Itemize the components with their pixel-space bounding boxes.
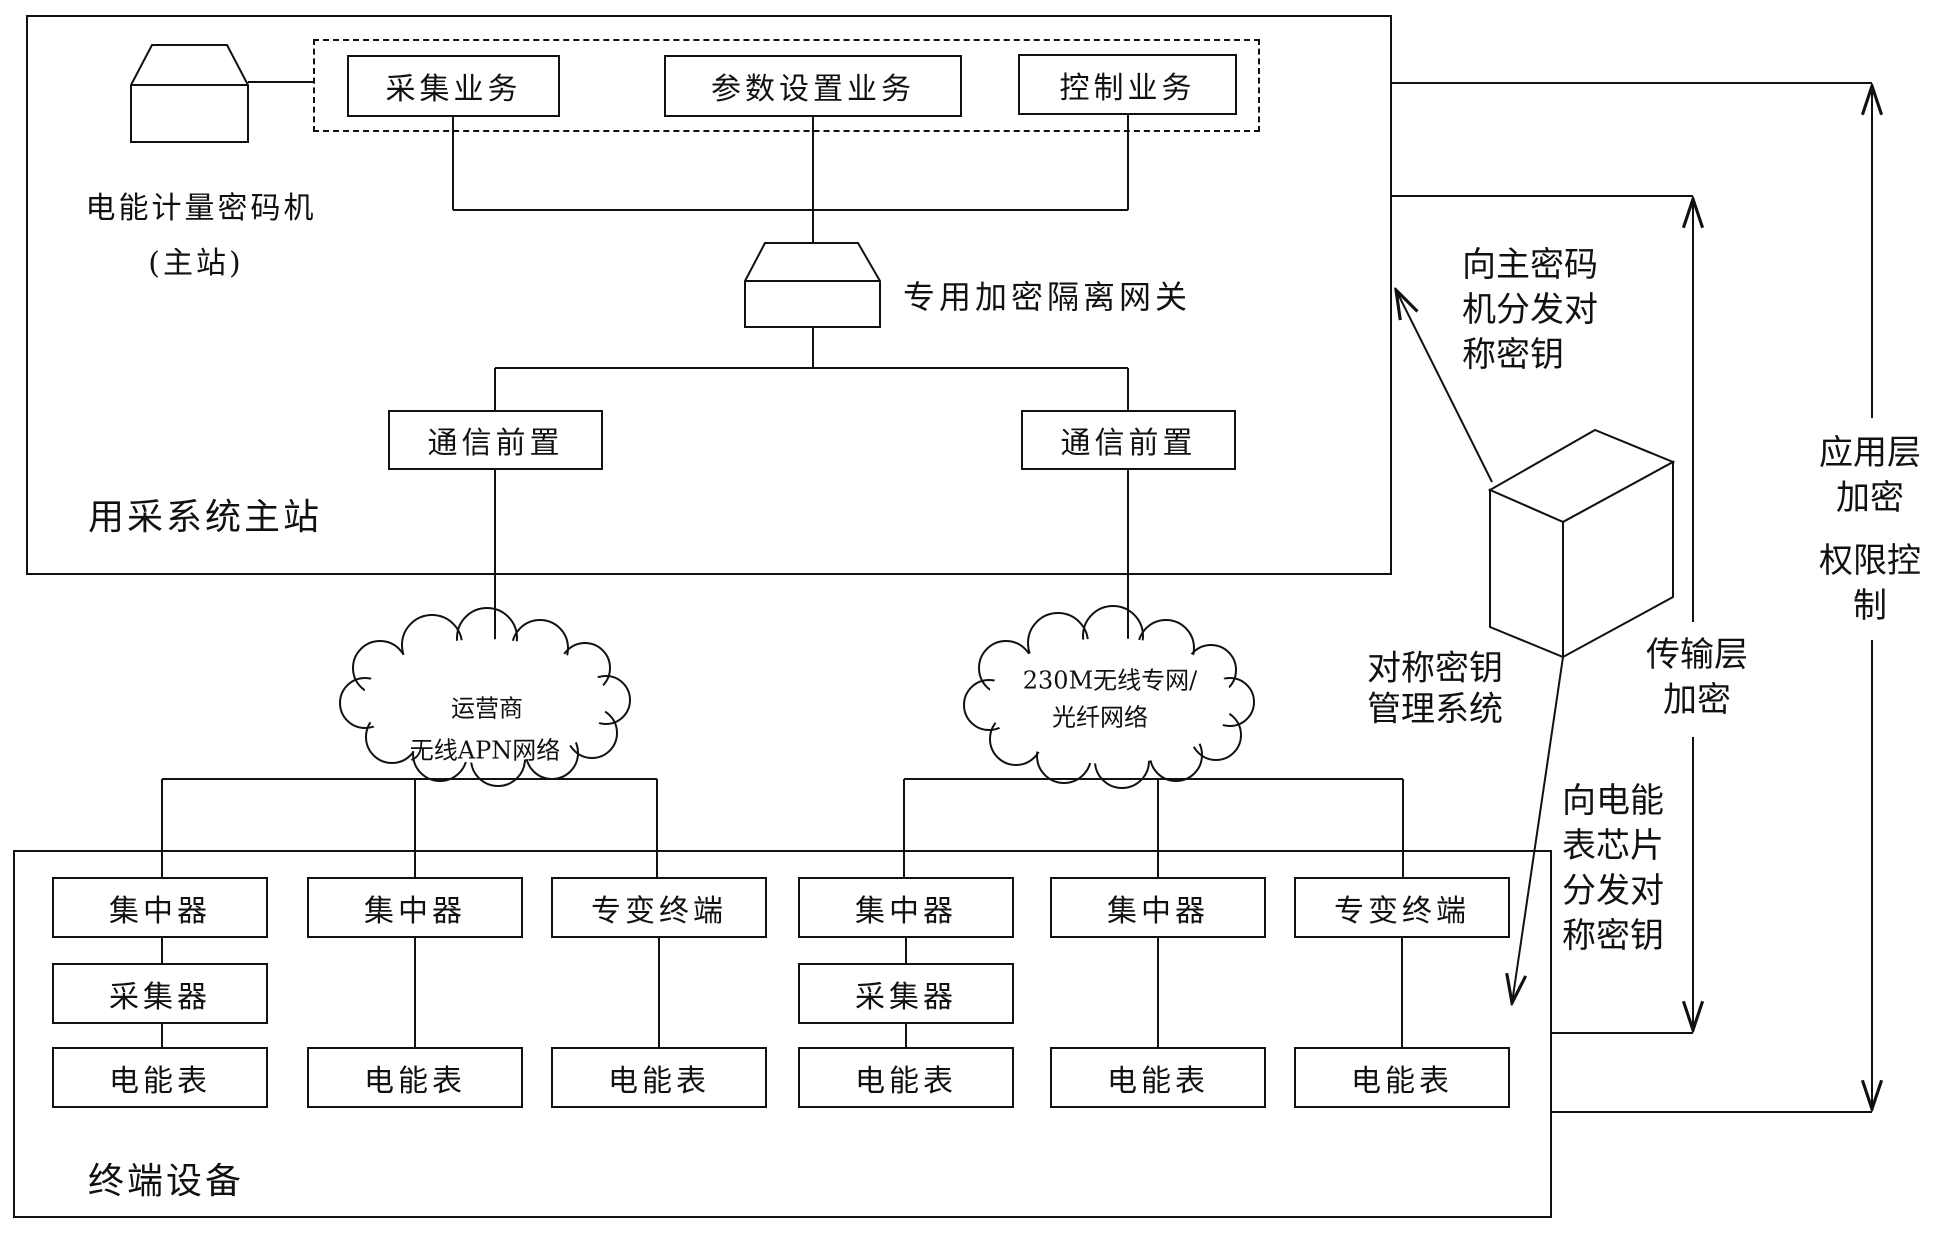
key-mgmt-label-line2: 管理系统 (1367, 689, 1503, 730)
device-label: 集中器 (109, 893, 211, 929)
service-box-collection: 采集业务 (347, 55, 560, 117)
device-box-meter: 电能表 (1294, 1047, 1510, 1108)
230m-network-cloud-shape (963, 605, 1255, 789)
services-dashed-frame (313, 39, 1260, 132)
device-label: 集中器 (1107, 893, 1209, 929)
service-box-parameter-setting: 参数设置业务 (664, 55, 962, 117)
device-label: 电能表 (1107, 1063, 1209, 1099)
device-label: 电能表 (855, 1063, 957, 1099)
annotation-to-master-machine: 向主密码 机分发对 称密钥 (1462, 245, 1598, 375)
device-box-concentrator: 集中器 (307, 877, 523, 938)
terminal-devices-title: 终端设备 (88, 1161, 245, 1202)
main-station-title: 用采系统主站 (88, 497, 323, 538)
device-box-meter: 电能表 (307, 1047, 523, 1108)
device-label: 电能表 (109, 1063, 211, 1099)
annotation-permission-control: 权限控 制 (1819, 541, 1921, 626)
gateway-label: 专用加密隔离网关 (903, 278, 1192, 316)
comm-front-label: 通信前置 (427, 426, 564, 461)
terminal-devices-frame (13, 850, 1552, 1218)
comm-front-box-2: 通信前置 (1021, 410, 1236, 470)
arrow-to-meter-chip (1512, 656, 1564, 1003)
service-label: 控制业务 (1059, 70, 1196, 106)
device-box-concentrator: 集中器 (1050, 877, 1266, 938)
device-box-collector: 采集器 (798, 963, 1014, 1024)
crypto-machine-label-line1: 电能计量密码机 (85, 191, 317, 226)
device-label: 集中器 (855, 893, 957, 929)
main-station-frame (26, 15, 1392, 575)
comm-front-label: 通信前置 (1060, 426, 1197, 461)
annotation-to-meter-chip: 向电能 表芯片 分发对 称密钥 (1562, 781, 1664, 956)
device-box-concentrator: 集中器 (52, 877, 268, 938)
device-label: 采集器 (109, 979, 211, 1015)
service-box-control: 控制业务 (1018, 54, 1237, 115)
device-box-collector: 采集器 (52, 963, 268, 1024)
service-label: 采集业务 (385, 72, 522, 107)
device-box-special-terminal: 专变终端 (1294, 877, 1510, 938)
arrow-to-master-machine (1396, 290, 1493, 483)
device-box-concentrator: 集中器 (798, 877, 1014, 938)
service-label: 参数设置业务 (711, 72, 915, 107)
annotation-app-layer: 应用层 加密 (1819, 433, 1921, 518)
cloud2-label-line2: 光纤网络 (1052, 703, 1148, 732)
cloud1-label-line2: 无线APN网络 (409, 736, 561, 765)
device-box-meter: 电能表 (52, 1047, 268, 1108)
device-label: 集中器 (364, 893, 466, 929)
comm-front-box-1: 通信前置 (388, 410, 603, 470)
device-label: 电能表 (608, 1063, 710, 1099)
device-label: 电能表 (364, 1063, 466, 1099)
key-mgmt-label-line1: 对称密钥 (1367, 648, 1503, 689)
device-box-special-terminal: 专变终端 (551, 877, 767, 938)
annotation-transport-layer: 传输层 加密 (1646, 635, 1748, 720)
crypto-machine-label-line2: (主站) (148, 246, 244, 281)
device-box-meter: 电能表 (551, 1047, 767, 1108)
device-box-meter: 电能表 (798, 1047, 1014, 1108)
device-label: 专变终端 (591, 893, 727, 929)
device-label: 电能表 (1351, 1063, 1453, 1099)
device-label: 专变终端 (1334, 893, 1470, 929)
key-management-cube (1487, 428, 1676, 659)
device-box-meter: 电能表 (1050, 1047, 1266, 1108)
cloud2-label-line1: 230M无线专网/ (1022, 666, 1198, 695)
cloud1-label-line1: 运营商 (451, 694, 523, 723)
device-label: 采集器 (855, 979, 957, 1015)
